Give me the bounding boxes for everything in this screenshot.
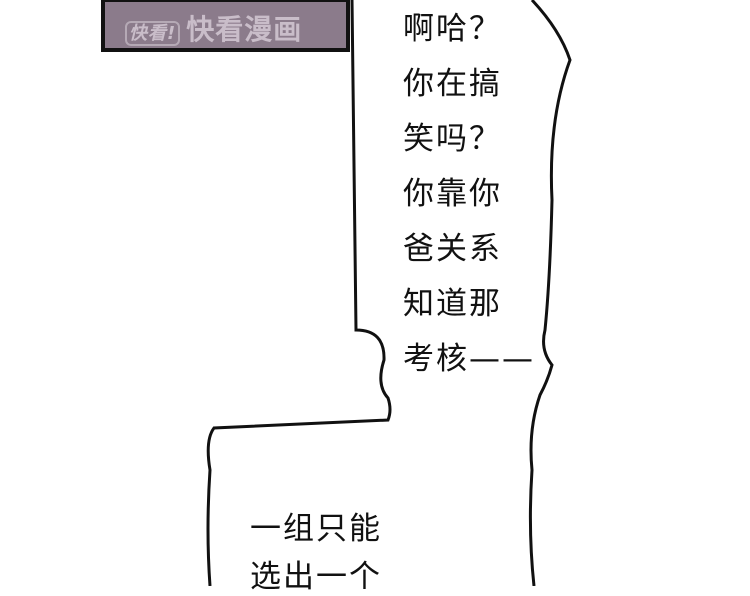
watermark-brand: 快看漫画 bbox=[186, 13, 303, 46]
dialogue-line: 你在搞 bbox=[403, 66, 502, 102]
dialogue-line: 选出一个 bbox=[250, 559, 382, 595]
dialogue-line: 知道那 bbox=[403, 286, 502, 322]
upper-left-panel bbox=[101, 0, 350, 52]
dialogue-line: 啊哈？ bbox=[403, 11, 502, 47]
dialogue-line: 你靠你 bbox=[403, 176, 502, 212]
dialogue-line: 笑吗？ bbox=[403, 121, 502, 157]
dialogue-line: 爸关系 bbox=[403, 231, 502, 267]
speech-bubble-outline bbox=[206, 0, 572, 586]
watermark-badge: 快看! bbox=[125, 21, 181, 46]
dialogue-line: 一组只能 bbox=[250, 511, 382, 547]
kuaikan-watermark: 快看!快看漫画 bbox=[125, 8, 302, 48]
dialogue-line: 考核—— bbox=[403, 341, 535, 377]
